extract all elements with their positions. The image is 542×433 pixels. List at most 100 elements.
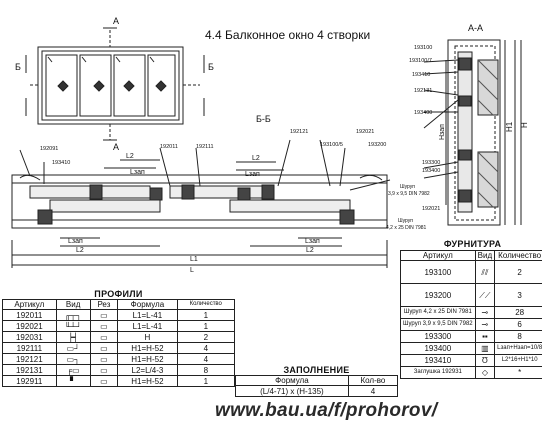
window-elevation <box>25 27 205 141</box>
profiles-header-formula: Формула <box>117 299 178 310</box>
profile-section-icon: ╙┴┘ <box>55 320 91 332</box>
callout-aa-8: 192021 <box>422 206 440 212</box>
table-row: 193200⟋⟋3 <box>400 283 542 307</box>
profiles-header-cut: Рез <box>89 299 119 310</box>
cut-icon: ▭ <box>89 342 119 354</box>
callout-bb-2: 193410 <box>52 160 70 166</box>
drawing-title: 4.4 Балконное окно 4 створки <box>205 28 370 42</box>
dim-l2-bottom-right: L2 <box>306 247 314 254</box>
section-mark-a-bottom: А <box>113 142 119 152</box>
callout-bb-5: 192121 <box>290 129 308 135</box>
screw-note-1-line1: Шуруп <box>400 184 415 190</box>
callout-bb-1: 192091 <box>40 146 58 152</box>
fittings-header-article: Артикул <box>400 250 476 261</box>
callout-aa-6: 193300 <box>422 160 440 166</box>
callout-aa-7: 193400 <box>422 168 440 174</box>
section-bb-label: Б-Б <box>256 114 271 124</box>
table-row: 193100⫽⫽2 <box>400 260 542 284</box>
filling-header-formula: Формула <box>235 375 349 386</box>
section-mark-b-left: Б <box>15 62 21 72</box>
callout-aa-5: 193400 <box>414 110 432 116</box>
callout-bb-6: 192021 <box>356 129 374 135</box>
section-aa-label: А-А <box>468 23 483 33</box>
table-row: Шуруп 4,2 х 25 DIN 7981⊸28 <box>400 306 542 319</box>
seal-icon: Ʊ <box>474 354 496 367</box>
cut-icon: ▭ <box>89 364 119 376</box>
callout-aa-3: 193410 <box>412 72 430 78</box>
roller-icon: ⫽⫽ <box>474 260 496 284</box>
screw-icon: ⊸ <box>474 306 496 319</box>
callout-aa-2: 193100/7 <box>409 58 432 64</box>
dim-h: H <box>520 122 529 128</box>
dim-lzap-top-right: Lзап <box>245 171 260 178</box>
profile-section-icon: ╓┬┐ <box>55 309 91 321</box>
brush-seal-icon: ▥ <box>474 342 496 355</box>
dim-h1: H1 <box>505 121 514 132</box>
watermark-url: www.bau.ua/f/prohorov/ <box>215 400 438 421</box>
cut-icon: ▭ <box>89 375 119 387</box>
callout-aa-1: 193100 <box>414 45 432 51</box>
profiles-caption: ПРОФИЛИ <box>2 289 235 300</box>
callout-bb-3: 192011 <box>160 144 178 150</box>
fittings-table: ФУРНИТУРА Артикул Вид Количество 193100⫽… <box>400 239 542 379</box>
dim-l: L <box>190 267 194 274</box>
profile-section-icon: ▘ <box>55 375 91 387</box>
fittings-caption: ФУРНИТУРА <box>400 239 542 251</box>
profile-section-icon: ▭┘ <box>55 342 91 354</box>
cut-icon: ▭ <box>89 331 119 343</box>
callout-bb-4: 192111 <box>196 144 214 150</box>
dim-l2-top-right: L2 <box>252 155 260 162</box>
cut-icon: ▭ <box>89 353 119 365</box>
dim-l1: L1 <box>190 256 198 263</box>
table-row: (L/4-71) х (H-135) 4 <box>235 385 399 397</box>
screw-note-2-line1: Шуруп <box>398 218 413 224</box>
table-row: 193400▥Lзап+Hзап=10/8 <box>400 342 542 355</box>
filling-header-qty: Кол-во <box>347 375 399 386</box>
dim-lzap-top-left: Lзап <box>130 169 145 176</box>
section-mark-b-right: Б <box>208 62 214 72</box>
stopper-icon: ▪▪ <box>474 330 496 343</box>
profiles-header-article: Артикул <box>2 299 57 310</box>
filling-table: ЗАПОЛНЕНИЕ Формула Кол-во (L/4-71) х (H-… <box>235 365 399 397</box>
cut-icon: ▭ <box>89 309 119 321</box>
latch-icon: ⟋⟋ <box>474 283 496 307</box>
table-row: Заглушка 192931◇* <box>400 366 542 379</box>
table-row: 193300▪▪8 <box>400 330 542 343</box>
plug-icon: ◇ <box>474 366 496 379</box>
screw-icon: ⊸ <box>474 318 496 331</box>
section-aa-drawing <box>423 39 522 226</box>
callout-aa-4: 192131 <box>414 88 432 94</box>
profile-section-icon: ▭┐ <box>55 353 91 365</box>
filling-caption: ЗАПОЛНЕНИЕ <box>235 365 398 376</box>
profiles-header-qty: Количество <box>176 299 236 310</box>
fittings-header-qty: Количество <box>494 250 542 261</box>
profile-section-icon: ┝┥ <box>55 331 91 343</box>
dim-hzap: Hзап <box>439 124 446 140</box>
callout-bb-8: 193200 <box>368 142 386 148</box>
profile-section-icon: ╒▭ <box>55 364 91 376</box>
section-bb-drawing <box>11 139 391 268</box>
callout-bb-7: 193100/5 <box>320 142 343 148</box>
bb-callouts: 192091 193410 192011 192111 192121 19202… <box>40 129 386 166</box>
dim-lzap-bottom-right: Lзап <box>305 238 320 245</box>
table-row: Шуруп 3,9 х 9,5 DIN 7982⊸6 <box>400 318 542 331</box>
fittings-header-view: Вид <box>474 250 496 261</box>
screw-notes: Шуруп 3,9 х 9,5 DIN 7982 Шуруп 4,2 х 25 … <box>386 184 430 231</box>
dim-l2-top-left: L2 <box>126 153 134 160</box>
bb-dimensions: L1 L L2 Lзап L2 Lзап Lзап L2 Lзап L2 <box>68 153 320 274</box>
screw-note-2-line2: 4,2 х 25 DIN 7981 <box>386 225 427 231</box>
profiles-header-view: Вид <box>55 299 91 310</box>
section-mark-a-top: А <box>113 16 119 26</box>
dim-l2-bottom-left: L2 <box>76 247 84 254</box>
screw-note-1-line2: 3,9 х 9,5 DIN 7982 <box>388 191 430 197</box>
cut-icon: ▭ <box>89 320 119 332</box>
aa-callouts: 193100 193100/7 193410 192131 193400 193… <box>409 45 440 212</box>
